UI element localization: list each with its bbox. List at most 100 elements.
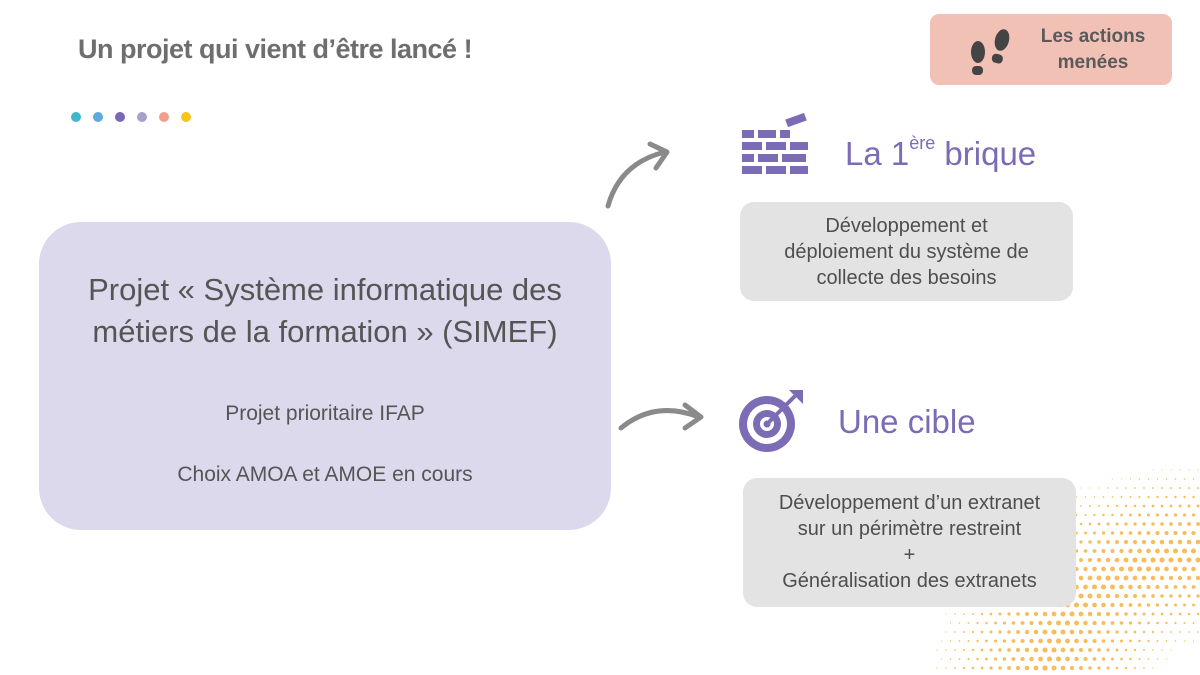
orange-dot [1177, 575, 1183, 581]
orange-dot [1105, 575, 1111, 581]
orange-dot [1159, 557, 1165, 563]
orange-dot [1182, 513, 1187, 517]
orange-dot [1187, 612, 1191, 616]
orange-dot [945, 667, 947, 669]
orange-dot [1146, 513, 1151, 517]
orange-dot [949, 640, 952, 642]
orange-dot [1156, 621, 1159, 625]
orange-dot [1136, 566, 1143, 572]
brick-card: Développement et déploiement du système … [740, 202, 1073, 301]
orange-dot [1106, 630, 1110, 634]
orange-dot [1087, 557, 1093, 563]
orange-dot [1169, 594, 1173, 598]
orange-dot [1155, 566, 1160, 572]
orange-dot [1083, 566, 1088, 572]
orange-dot [1111, 513, 1114, 517]
orange-dot [1120, 657, 1123, 661]
orange-dot [1179, 469, 1181, 471]
orange-dot [1191, 513, 1196, 517]
orange-dot [1087, 593, 1093, 599]
orange-dot [1191, 585, 1196, 589]
orange-dot [1038, 620, 1043, 626]
orange-dot [1182, 548, 1187, 554]
orange-dot [1183, 603, 1186, 607]
orange-dot [1038, 656, 1043, 662]
orange-dot [1075, 496, 1078, 498]
orange-dot [1096, 593, 1102, 599]
orange-dot [1106, 522, 1110, 526]
orange-dot [1110, 584, 1115, 590]
orange-dot [1124, 612, 1128, 616]
orange-dot [1110, 566, 1115, 572]
orange-dot [1084, 513, 1087, 517]
orange-dot [1073, 602, 1080, 608]
orange-dot [945, 631, 947, 633]
orange-dot [1132, 575, 1138, 581]
orange-dot [945, 613, 947, 615]
target-card: Développement d’un extranet sur un périm… [743, 478, 1076, 607]
orange-dot [1007, 666, 1011, 670]
orange-dot [1195, 575, 1200, 581]
orange-dot [949, 658, 952, 660]
orange-dot [1097, 666, 1101, 670]
orange-dot [967, 657, 970, 661]
orange-dot [985, 639, 988, 643]
orange-dot [1092, 531, 1097, 535]
orange-dot [998, 666, 1002, 670]
orange-dot [1129, 495, 1132, 499]
orange-dot [1164, 566, 1169, 572]
decor-dot [159, 112, 169, 122]
orange-dot [1096, 611, 1102, 617]
orange-dot [1168, 575, 1174, 581]
orange-dot [1142, 522, 1146, 526]
orange-dot [1084, 531, 1087, 535]
orange-dot [1097, 504, 1101, 508]
orange-dot [1110, 621, 1115, 625]
orange-dot [998, 612, 1002, 616]
orange-dot [1150, 575, 1156, 581]
orange-dot [998, 648, 1002, 652]
orange-dot [1161, 469, 1163, 471]
orange-dot [1096, 575, 1102, 581]
orange-dot [980, 612, 984, 616]
orange-dot [1169, 504, 1173, 508]
arrow-up-right-icon [605, 141, 670, 209]
orange-dot [1115, 540, 1119, 544]
orange-dot [1155, 548, 1160, 554]
orange-dot [1082, 602, 1089, 608]
orange-dot [1168, 557, 1174, 563]
orange-dot [1160, 630, 1164, 634]
orange-dot [954, 667, 956, 669]
orange-dot [1178, 612, 1182, 616]
orange-dot [1187, 486, 1191, 490]
orange-dot [1088, 648, 1092, 652]
orange-dot [1150, 539, 1156, 545]
orange-dot [971, 612, 975, 616]
orange-dot [1188, 631, 1190, 633]
page-title: Un projet qui vient d’être lancé ! [78, 34, 473, 64]
project-title: Projet « Système informatique des métier… [49, 269, 601, 353]
orange-dot [1112, 478, 1113, 480]
orange-dot [1152, 649, 1154, 651]
orange-dot [1056, 620, 1061, 626]
actions-badge[interactable]: Les actions menées [930, 14, 1172, 85]
orange-dot [1078, 611, 1084, 617]
orange-dot [1138, 495, 1141, 499]
orange-dot [1182, 566, 1187, 572]
orange-dot [1110, 531, 1115, 535]
orange-dot [1147, 658, 1150, 660]
badge-label-line: menées [1057, 52, 1129, 73]
orange-dot [1192, 621, 1195, 625]
orange-dot [1119, 584, 1124, 590]
orange-dot [1159, 539, 1165, 545]
orange-dot [1038, 638, 1043, 644]
target-title: Une cible [838, 403, 976, 440]
orange-dot [985, 657, 988, 661]
orange-dot [1138, 639, 1141, 643]
orange-dot [1101, 531, 1106, 535]
orange-dot [1016, 612, 1020, 616]
orange-dot [1151, 504, 1155, 508]
orange-dot [1151, 630, 1155, 634]
orange-dot [1047, 638, 1052, 644]
orange-dot [1123, 575, 1129, 581]
